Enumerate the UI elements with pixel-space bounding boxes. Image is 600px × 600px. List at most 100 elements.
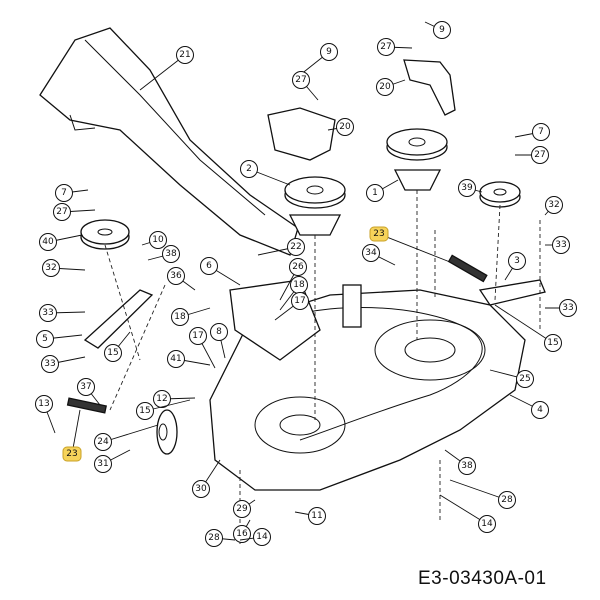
part-callout-36[interactable]: 36 xyxy=(167,267,185,285)
idler-pulley-39 xyxy=(479,181,521,208)
belt-cover-left xyxy=(267,107,336,161)
callout-number: 26 xyxy=(292,262,304,272)
callout-number: 33 xyxy=(555,240,566,250)
callout-number: 3 xyxy=(514,256,520,266)
part-callout-18[interactable]: 18 xyxy=(171,308,189,326)
part-callout-15[interactable]: 15 xyxy=(544,334,562,352)
part-callout-2[interactable]: 2 xyxy=(240,160,258,178)
callout-number: 8 xyxy=(216,327,222,337)
part-callout-14[interactable]: 14 xyxy=(478,515,496,533)
callout-number: 39 xyxy=(461,183,473,193)
belt-cover-right xyxy=(403,59,456,116)
part-callout-15[interactable]: 15 xyxy=(104,344,122,362)
callout-number: 32 xyxy=(548,200,559,210)
part-callout-16[interactable]: 16 xyxy=(233,525,251,543)
part-callout-12[interactable]: 12 xyxy=(153,390,171,408)
part-callout-34[interactable]: 34 xyxy=(362,244,380,262)
part-callout-25[interactable]: 25 xyxy=(516,370,534,388)
part-callout-33[interactable]: 33 xyxy=(41,355,59,373)
part-callout-17[interactable]: 17 xyxy=(291,292,309,310)
callout-number: 17 xyxy=(192,331,203,341)
callout-number: 5 xyxy=(42,334,48,344)
part-callout-3[interactable]: 3 xyxy=(508,252,526,270)
part-callout-13[interactable]: 13 xyxy=(35,395,53,413)
callout-number: 27 xyxy=(295,75,306,85)
callout-number: 33 xyxy=(44,359,55,369)
part-callout-33[interactable]: 33 xyxy=(39,304,57,322)
part-callout-1[interactable]: 1 xyxy=(366,184,384,202)
part-callout-7[interactable]: 7 xyxy=(532,123,550,141)
part-callout-27[interactable]: 27 xyxy=(292,71,310,89)
part-callout-33[interactable]: 33 xyxy=(559,299,577,317)
part-callout-8[interactable]: 8 xyxy=(210,323,228,341)
part-callout-5[interactable]: 5 xyxy=(36,330,54,348)
callout-number: 2 xyxy=(246,164,252,174)
part-callout-28[interactable]: 28 xyxy=(498,491,516,509)
part-callout-29[interactable]: 29 xyxy=(233,500,251,518)
part-callout-32[interactable]: 32 xyxy=(545,196,563,214)
callout-number: 28 xyxy=(501,495,513,505)
part-callout-9[interactable]: 9 xyxy=(433,21,451,39)
callout-number: 13 xyxy=(38,399,49,409)
part-callout-39[interactable]: 39 xyxy=(458,179,476,197)
part-callout-11[interactable]: 11 xyxy=(308,507,326,525)
part-callout-33[interactable]: 33 xyxy=(552,236,570,254)
callout-number: 33 xyxy=(562,303,573,313)
part-callout-15[interactable]: 15 xyxy=(136,402,154,420)
part-callout-32[interactable]: 32 xyxy=(42,259,60,277)
part-callout-27[interactable]: 27 xyxy=(53,203,71,221)
part-callout-27[interactable]: 27 xyxy=(531,146,549,164)
callout-number: 38 xyxy=(165,249,177,259)
spindle-pulley-2 xyxy=(284,176,346,236)
callout-number: 20 xyxy=(379,82,391,92)
part-callout-4[interactable]: 4 xyxy=(531,401,549,419)
part-callout-41[interactable]: 41 xyxy=(167,350,185,368)
callout-number: 7 xyxy=(61,188,67,198)
part-callout-38[interactable]: 38 xyxy=(458,457,476,475)
drawing-code: E3-03430A-01 xyxy=(418,568,547,589)
part-callout-20[interactable]: 20 xyxy=(376,78,394,96)
callout-number: 23 xyxy=(66,449,77,459)
callout-number: 11 xyxy=(311,511,322,521)
leader-line xyxy=(494,304,554,344)
part-callout-28[interactable]: 28 xyxy=(205,529,223,547)
part-callout-38[interactable]: 38 xyxy=(162,245,180,263)
callout-number: 40 xyxy=(42,237,54,247)
part-callout-26[interactable]: 26 xyxy=(289,258,307,276)
part-callout-30[interactable]: 30 xyxy=(192,480,210,498)
part-callout-7[interactable]: 7 xyxy=(55,184,73,202)
callout-number: 38 xyxy=(461,461,473,471)
part-callout-40[interactable]: 40 xyxy=(39,233,57,251)
part-callout-10[interactable]: 10 xyxy=(149,231,167,249)
callout-number: 6 xyxy=(206,261,212,271)
callout-number: 15 xyxy=(107,348,118,358)
callout-number: 9 xyxy=(326,47,332,57)
callout-number: 1 xyxy=(372,188,378,198)
part-callout-6[interactable]: 6 xyxy=(200,257,218,275)
part-callout-22[interactable]: 22 xyxy=(287,238,305,256)
leader-line xyxy=(439,494,488,525)
part-callout-20[interactable]: 20 xyxy=(336,118,354,136)
part-callout-9[interactable]: 9 xyxy=(320,43,338,61)
leader-line xyxy=(378,233,451,263)
part-callout-21[interactable]: 21 xyxy=(176,46,194,64)
part-callout-24[interactable]: 24 xyxy=(94,433,112,451)
part-callout-31[interactable]: 31 xyxy=(94,455,112,473)
callout-number: 23 xyxy=(373,229,384,239)
part-callout-18[interactable]: 18 xyxy=(290,276,308,294)
callout-number: 25 xyxy=(519,374,530,384)
part-callout-23[interactable]: 23 xyxy=(369,226,389,242)
idler-pulley-40 xyxy=(80,219,130,250)
discharge-chute xyxy=(39,27,299,256)
part-callout-23[interactable]: 23 xyxy=(62,446,82,462)
part-callout-37[interactable]: 37 xyxy=(77,378,95,396)
callout-number: 30 xyxy=(195,484,207,494)
callout-number: 12 xyxy=(156,394,167,404)
leader-line xyxy=(449,479,508,501)
part-callout-17[interactable]: 17 xyxy=(189,327,207,345)
part-callout-14[interactable]: 14 xyxy=(253,528,271,546)
callout-number: 24 xyxy=(97,437,109,447)
callout-number: 15 xyxy=(139,406,150,416)
part-callout-27[interactable]: 27 xyxy=(377,38,395,56)
callout-number: 14 xyxy=(256,532,268,542)
